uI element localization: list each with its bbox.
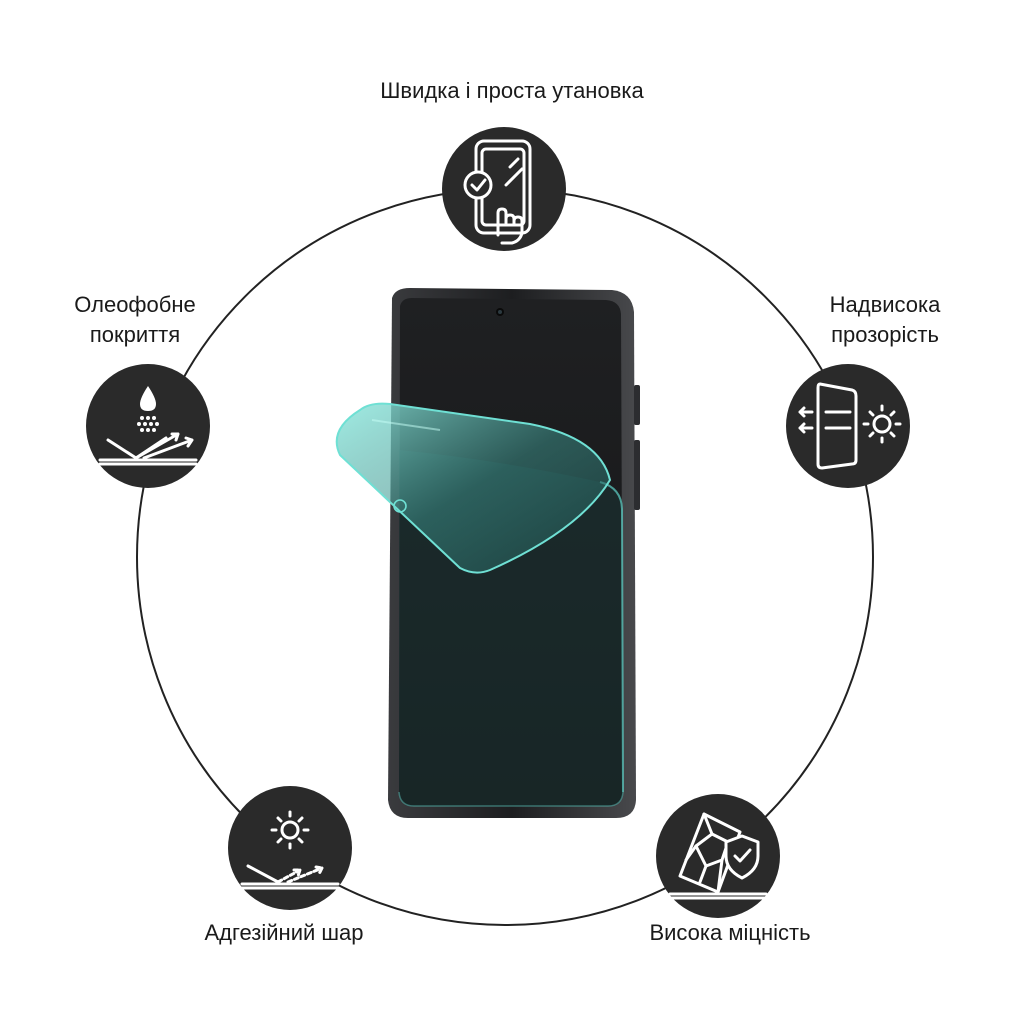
- phone-tap-install-icon: [442, 127, 566, 251]
- transparency-sun-icon: [786, 364, 910, 488]
- feature-label-oleophobic: Олеофобне покриття: [40, 290, 230, 350]
- feature-label-transparency-line1: Надвисока: [829, 292, 941, 317]
- shield-crack-icon: [656, 794, 780, 918]
- feature-label-oleophobic-line2: покриття: [89, 322, 181, 347]
- adhesive-sun-icon: [228, 786, 352, 910]
- feature-label-install: Швидка і проста утановка: [380, 78, 644, 103]
- feature-label-transparency: Надвисока прозорість: [790, 290, 980, 350]
- feature-label-oleophobic-line1: Олеофобне: [74, 292, 196, 317]
- feature-label-strength: Висока міцність: [649, 920, 811, 945]
- film-peel: [335, 402, 612, 574]
- feature-label-transparency-line2: прозорість: [831, 322, 939, 347]
- oleophobic-drop-icon: [86, 364, 210, 488]
- phone-illustration: [300, 270, 700, 850]
- feature-label-adhesive: Адгезійний шар: [204, 920, 364, 945]
